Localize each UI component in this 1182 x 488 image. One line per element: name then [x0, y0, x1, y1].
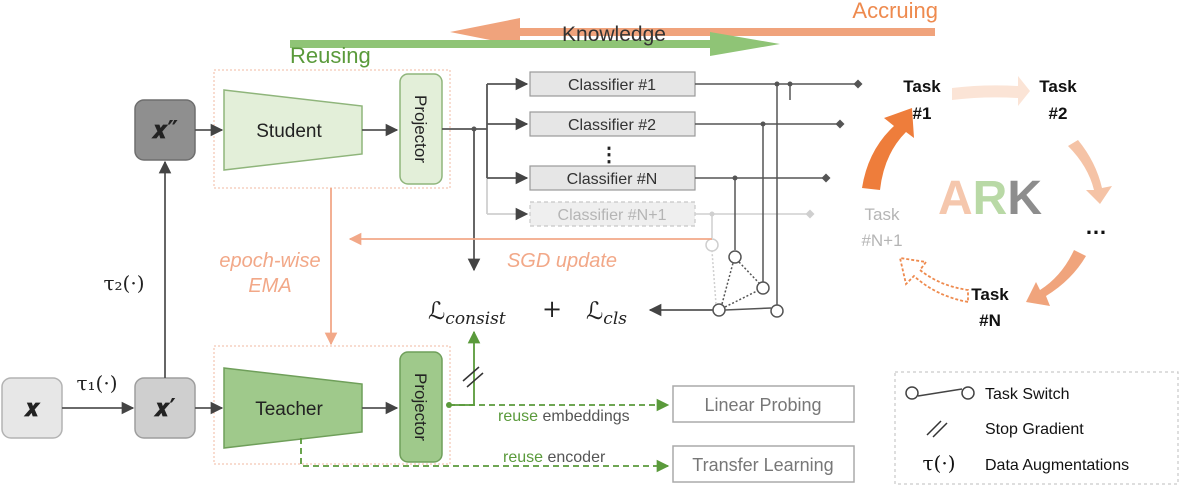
ema-label-2: EMA: [248, 275, 291, 297]
task-2-label-a: Task: [1039, 77, 1077, 96]
classifier-2-label: Classifier #2: [568, 117, 656, 134]
accruing-arrow: [450, 18, 935, 46]
classifier-ellipsis: ⋮: [599, 144, 619, 166]
cycle-arrow-1-2: [952, 76, 1030, 106]
classifier-N: [529, 165, 696, 191]
x-double-prime-label: 𝒙″: [151, 115, 178, 144]
transfer-learning-box: [672, 445, 855, 483]
classifier-N1-label: Classifier #N+1: [558, 207, 667, 224]
reuse-encoder-label: reuse encoder: [503, 449, 606, 466]
ark-logo: ARK: [938, 172, 1042, 225]
ema-label-1: epoch-wise: [219, 250, 320, 272]
loss-cls: ℒcls: [586, 297, 627, 329]
task-N1-label-b: #N+1: [861, 231, 902, 250]
student-projector-label: Projector: [411, 95, 430, 163]
accruing-label: Accruing: [852, 0, 938, 23]
switch-inactive-2: [724, 290, 758, 308]
switch-node-N: [728, 250, 742, 264]
teacher-encoder: [223, 367, 363, 449]
x-prime-label: 𝒙′: [153, 393, 176, 422]
switch-inactive-N1: [711, 250, 717, 305]
knowledge-label: Knowledge: [562, 23, 666, 46]
reuse-embeddings-label: reuse embeddings: [498, 408, 630, 425]
legend-augmentation-symbol: τ(·): [922, 451, 955, 475]
task-N-label-a: Task: [971, 285, 1009, 304]
teacher-projector-label: Projector: [411, 373, 430, 441]
task-2-label-b: #2: [1049, 104, 1068, 123]
task-ellipsis: …: [1085, 214, 1107, 239]
reusing-label: Reusing: [290, 43, 371, 68]
reuse-encoder-arrow: [300, 438, 670, 473]
cycle-arrow-dots-N: [1026, 250, 1086, 306]
legend-switch-right: [961, 386, 975, 400]
switch-common-node: [712, 303, 726, 317]
cycle-arrow-N-N1: [898, 256, 969, 304]
task-1-label-a: Task: [903, 77, 941, 96]
switch-inactive-N: [721, 262, 734, 305]
linear-probing-box: [672, 385, 855, 423]
cycle-arrow-N1-1: [862, 108, 914, 190]
loss-consist: ℒconsist: [428, 297, 506, 329]
stop-gradient-mark-1: [462, 366, 480, 382]
legend-switch-lever: [917, 388, 963, 397]
legend-augmentations-label: Data Augmentations: [985, 457, 1129, 474]
transfer-learning-label: Transfer Learning: [692, 455, 833, 475]
student-label: Student: [256, 121, 322, 142]
task-N-label-b: #N: [979, 311, 1001, 330]
legend-stop-gradient-mark-1: [926, 420, 942, 436]
stop-gradient-mark-2: [466, 372, 484, 388]
cycle-arrow-2-dots: [1068, 140, 1112, 204]
legend-switch-left: [905, 386, 919, 400]
classifier-1-label: Classifier #1: [568, 77, 656, 94]
teacher-to-consist-arrow: [449, 330, 481, 406]
loss-plus: +: [542, 295, 562, 323]
switch-node-N1: [705, 238, 719, 252]
classifier-N-label: Classifier #N: [567, 171, 658, 188]
classifier-N1: [529, 201, 696, 227]
teacher-label: Teacher: [255, 399, 323, 420]
reusing-arrow: [290, 32, 780, 56]
switch-active-lever: [724, 307, 772, 311]
x-input-label: 𝒙: [23, 393, 41, 422]
sgd-update-label: SGD update: [507, 250, 617, 272]
student-encoder: [223, 89, 363, 171]
aug2-label: τ₂(·): [103, 271, 144, 295]
legend-task-switch-label: Task Switch: [985, 386, 1069, 403]
switch-node-1: [770, 304, 784, 318]
task-N1-label-a: Task: [865, 205, 900, 224]
legend-stop-gradient-mark-2: [932, 422, 948, 438]
teacher-projector: [399, 351, 443, 463]
legend-stop-gradient-label: Stop Gradient: [985, 421, 1084, 438]
aug1-label: τ₁(·): [76, 371, 117, 395]
switch-node-2: [756, 281, 770, 295]
linear-probing-label: Linear Probing: [704, 395, 821, 415]
classifier-2: [529, 111, 696, 137]
legend-box: [894, 371, 1179, 485]
task-1-label-b: #1: [913, 104, 932, 123]
switch-inactive-N-2: [738, 261, 760, 284]
